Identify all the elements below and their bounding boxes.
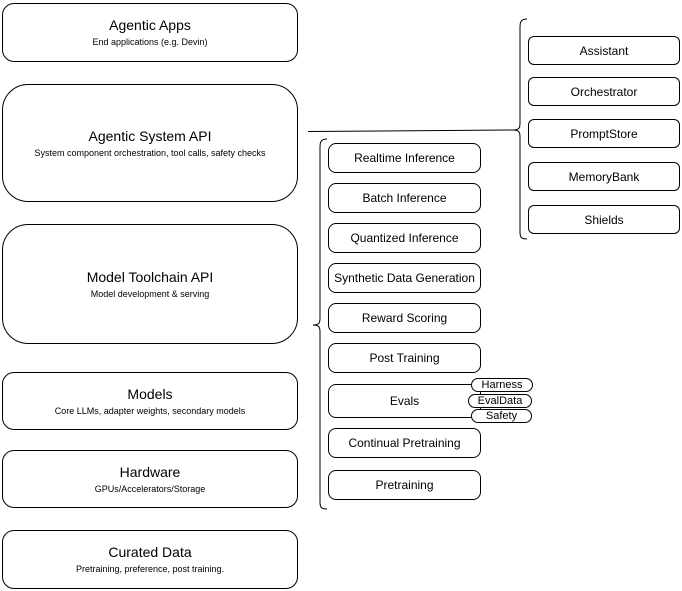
- node-subtitle: GPUs/Accelerators/Storage: [94, 483, 206, 494]
- connector-system-api-line: [307, 129, 514, 132]
- node-subtitle: Core LLMs, adapter weights, secondary mo…: [54, 405, 246, 416]
- node-continual-pretraining: Continual Pretraining: [328, 428, 481, 458]
- node-subtitle: End applications (e.g. Devin): [92, 37, 208, 47]
- brace-system-components: [512, 18, 528, 240]
- node-agentic-system-api: Agentic System API System component orch…: [2, 84, 298, 202]
- node-safety: Safety: [471, 409, 532, 423]
- node-evaldata: EvalData: [468, 394, 532, 408]
- node-pretraining: Pretraining: [328, 470, 481, 500]
- node-shields: Shields: [528, 205, 680, 234]
- node-subtitle: Model development & serving: [90, 288, 210, 299]
- node-realtime-inference: Realtime Inference: [328, 143, 481, 173]
- node-title: Agentic Apps: [109, 17, 191, 33]
- node-post-training: Post Training: [328, 343, 481, 373]
- node-title: Models: [127, 385, 173, 402]
- node-harness: Harness: [471, 378, 533, 392]
- node-curated-data: Curated Data Pretraining, preference, po…: [2, 530, 298, 589]
- node-title: Hardware: [119, 463, 181, 480]
- node-title: Curated Data: [108, 544, 192, 560]
- node-evals: Evals: [328, 384, 481, 418]
- node-model-toolchain-api: Model Toolchain API Model development & …: [2, 224, 298, 344]
- node-reward-scoring: Reward Scoring: [328, 303, 481, 333]
- node-models: Models Core LLMs, adapter weights, secon…: [2, 372, 298, 430]
- node-quantized-inference: Quantized Inference: [328, 223, 481, 253]
- node-memorybank: MemoryBank: [528, 162, 680, 191]
- brace-toolchain-services: [312, 138, 328, 510]
- node-title: Model Toolchain API: [86, 268, 214, 285]
- node-batch-inference: Batch Inference: [328, 183, 481, 213]
- node-promptstore: PromptStore: [528, 119, 680, 148]
- node-hardware: Hardware GPUs/Accelerators/Storage: [2, 450, 298, 508]
- node-agentic-apps: Agentic Apps End applications (e.g. Devi…: [2, 3, 298, 62]
- node-title: Agentic System API: [88, 127, 212, 144]
- node-synthetic-data-generation: Synthetic Data Generation: [328, 263, 481, 293]
- node-assistant: Assistant: [528, 36, 680, 65]
- node-subtitle: Pretraining, preference, post training.: [75, 564, 225, 574]
- node-orchestrator: Orchestrator: [528, 77, 680, 106]
- node-subtitle: System component orchestration, tool cal…: [34, 147, 266, 158]
